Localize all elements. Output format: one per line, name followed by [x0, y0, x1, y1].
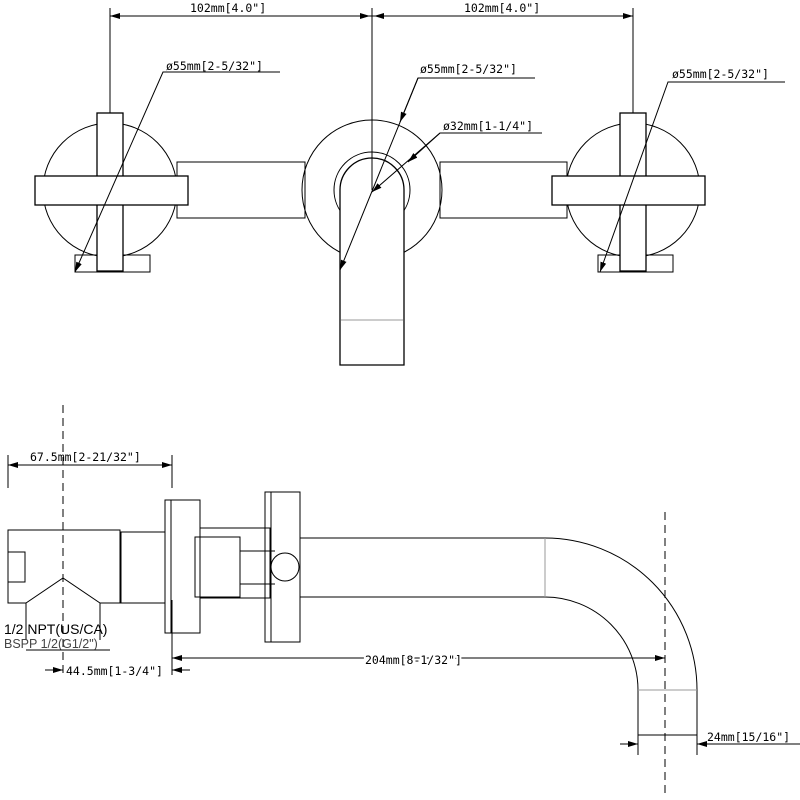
thread-npt-label: 1/2 NPT(US/CA)	[4, 621, 107, 637]
spout-side	[300, 537, 698, 736]
left-handle-diameter-label: ø55mm[2-5/32"]	[166, 59, 263, 73]
right-spacing-label: 102mm[4.0"]	[464, 1, 540, 15]
right-body-bar	[439, 161, 568, 219]
left-spacing-label: 102mm[4.0"]	[190, 1, 266, 15]
thread-bspp-label: BSPP 1/2(G1/2")	[4, 637, 98, 651]
spout-diameter-label: ø32mm[1-1/4"]	[443, 119, 533, 133]
valve-body	[7, 491, 301, 643]
left-cross-handle	[34, 112, 189, 273]
center-spout-top	[301, 60, 443, 366]
center-flange-diameter-label: ø55mm[2-5/32"]	[420, 62, 517, 76]
right-cross-handle	[551, 112, 706, 273]
side-view: 67.5mm[2-21/32"] 1/2 NPT(US/CA) BSPP 1/2…	[4, 405, 800, 795]
valve-depth-label: 67.5mm[2-21/32"]	[30, 450, 141, 464]
center-offset-label: 44.5mm[1-3/4"]	[66, 664, 163, 678]
right-handle-diameter-label: ø55mm[2-5/32"]	[672, 67, 769, 81]
spout-reach-label: 204mm[8-1/32"]	[365, 653, 462, 667]
top-view: 102mm[4.0"] 102mm[4.0"]	[34, 1, 785, 366]
diameter-leaders: ø55mm[2-5/32"] ø55mm[2-5/32"] ø32mm[1-1/…	[74, 59, 785, 273]
spout-width-label: 24mm[15/16"]	[707, 730, 790, 744]
left-body-bar	[176, 161, 306, 219]
